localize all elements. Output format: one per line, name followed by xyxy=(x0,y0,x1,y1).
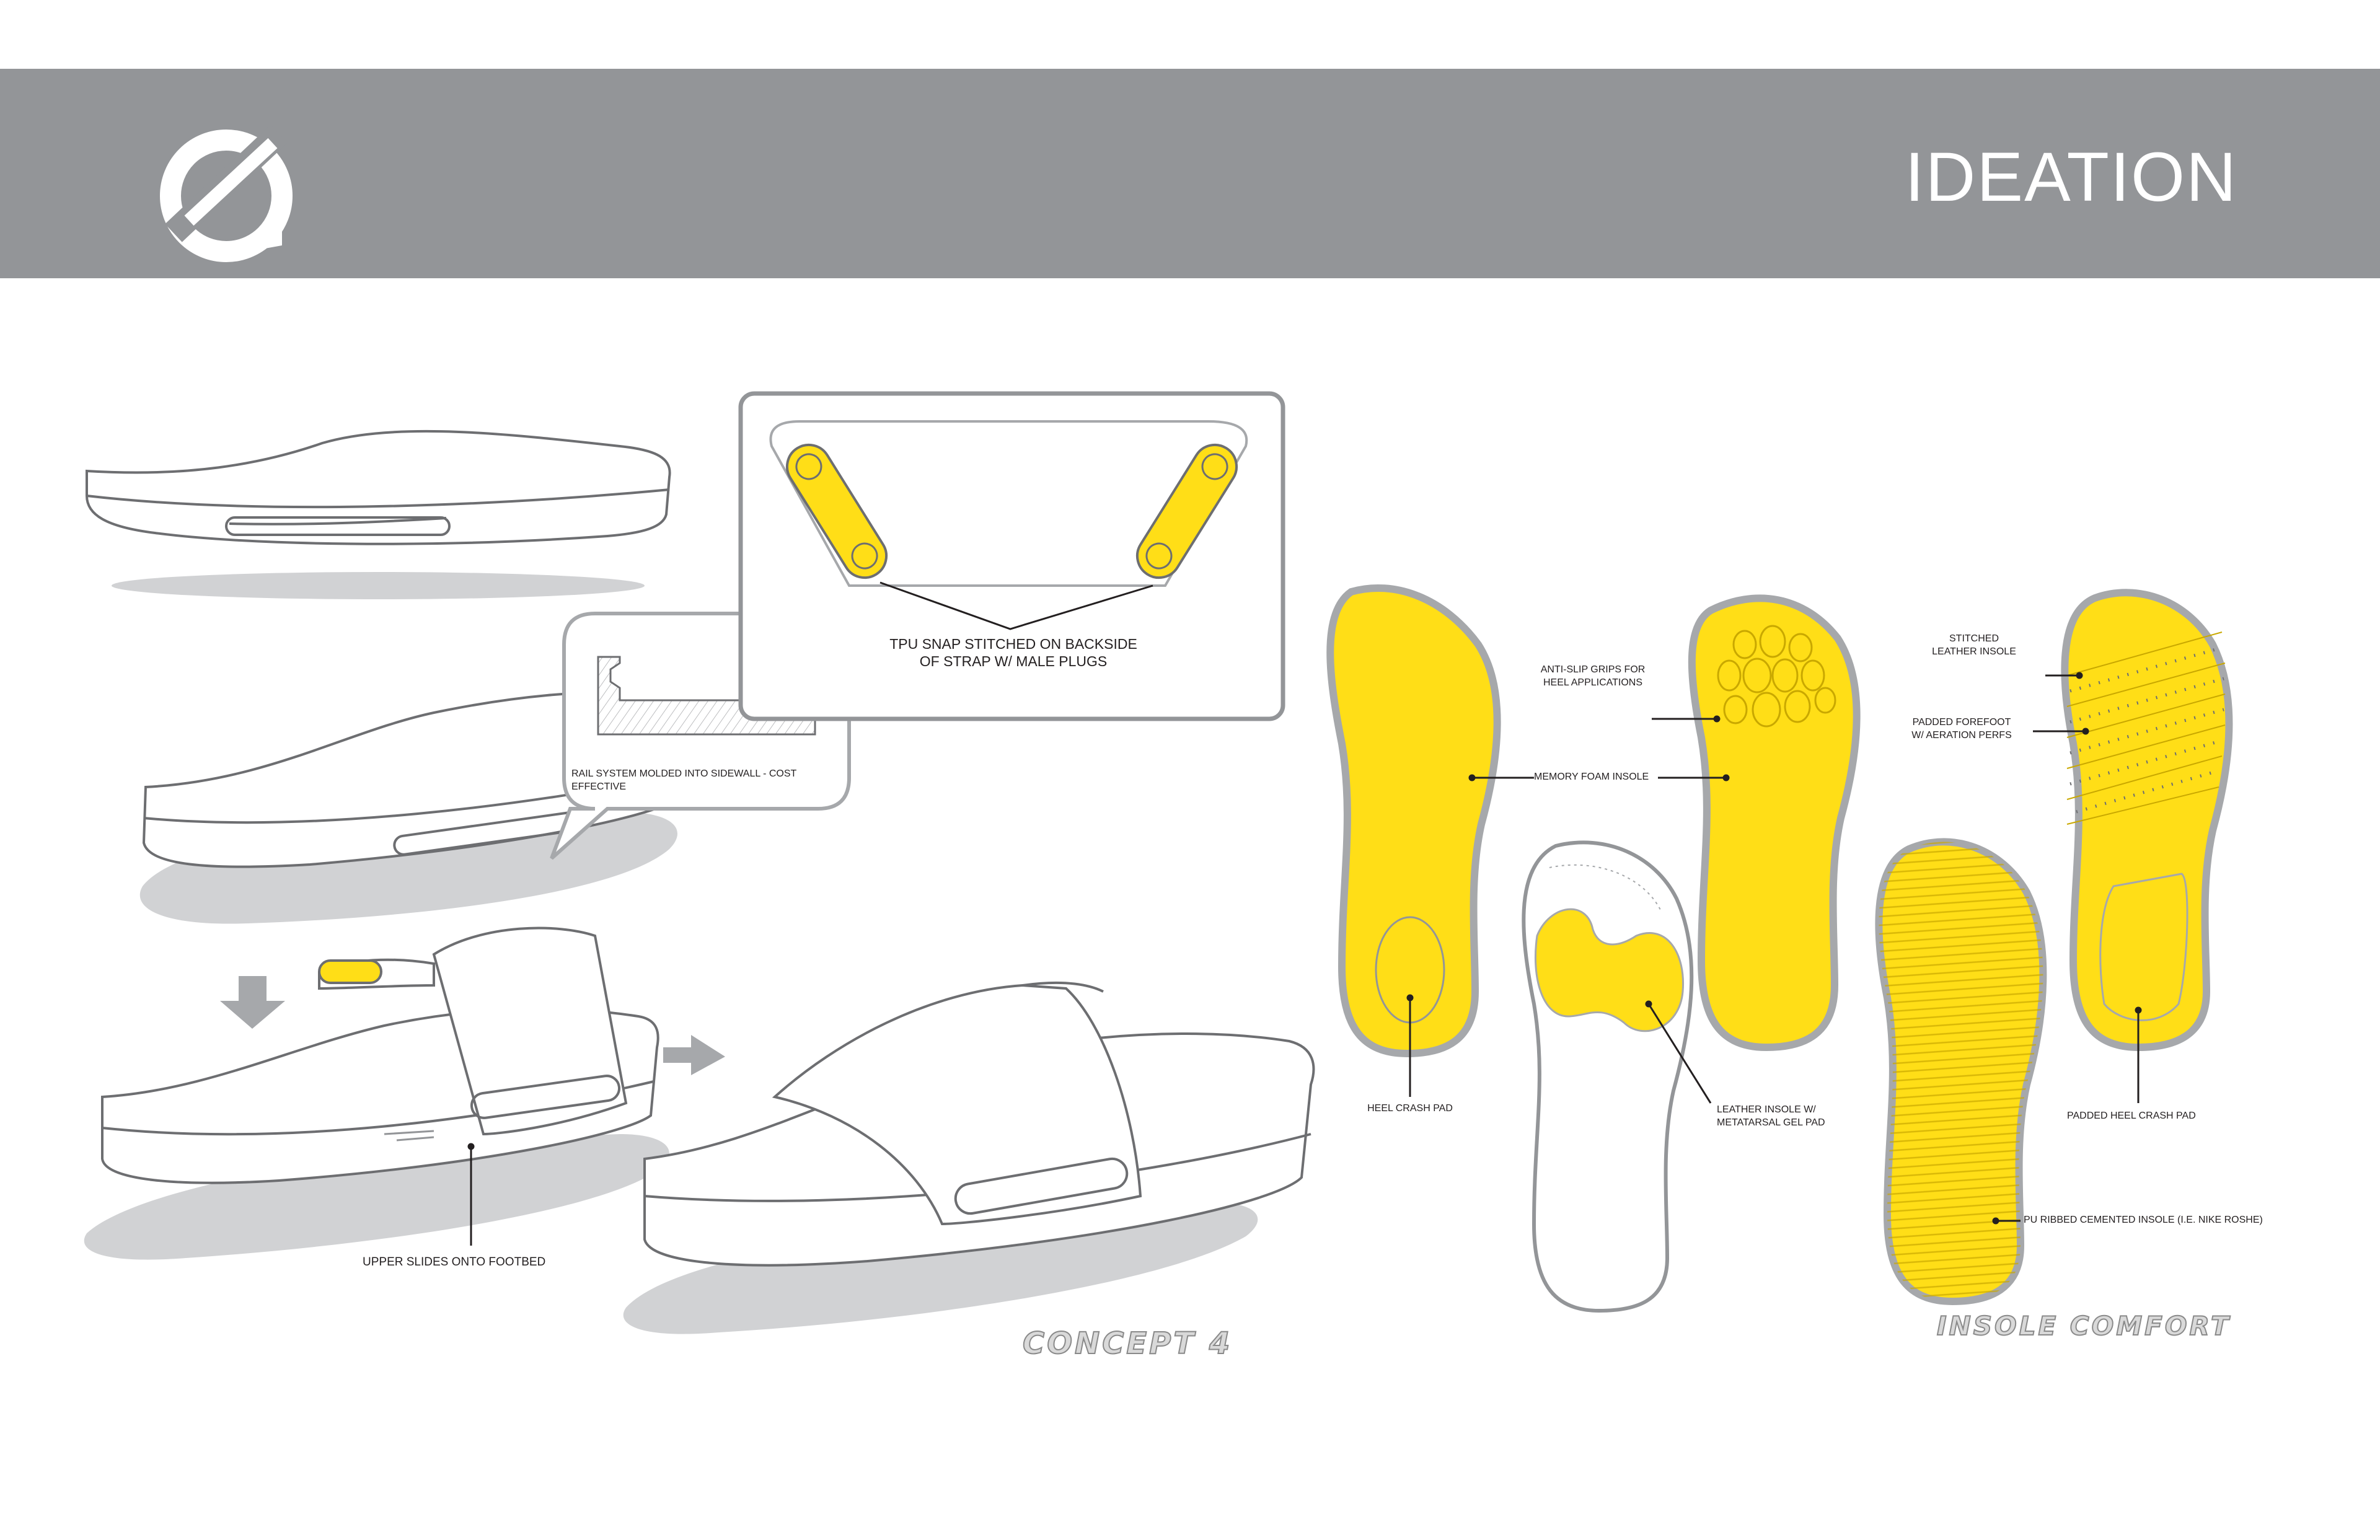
insole-memory-foam xyxy=(1330,588,1497,1054)
label-leather-gel: LEATHER INSOLE W/ METATARSAL GEL PAD xyxy=(1717,1103,1825,1129)
insole-leather-gel xyxy=(1523,842,1691,1311)
label-upper-slides: UPPER SLIDES ONTO FOOTBED xyxy=(363,1255,545,1269)
label-pu-ribbed: PU RIBBED CEMENTED INSOLE (i.e. NIKE ROS… xyxy=(2024,1213,2263,1226)
tpu-snap-callout xyxy=(741,394,1283,719)
down-arrow xyxy=(220,976,285,1029)
insole-anti-slip xyxy=(1692,598,1857,1047)
label-stitched-leather: STITCHED LEATHER INSOLE xyxy=(1903,632,2045,658)
insole-stitched-leather xyxy=(2065,592,2229,1047)
right-arrow xyxy=(663,1035,725,1075)
label-padded-heel: PADDED HEEL CRASH PAD xyxy=(2067,1109,2196,1122)
label-heel-crash: HEEL CRASH PAD xyxy=(1348,1102,1472,1115)
insole-heading: INSOLE COMFORT xyxy=(1937,1311,2231,1341)
assembly-sandal xyxy=(84,928,669,1260)
insole-pu-ribbed xyxy=(1879,842,2043,1301)
label-tpu-snap: TPU SNAP STITCHED ON BACKSIDE OF STRAP W… xyxy=(858,635,1168,670)
label-rail-system: RAIL SYSTEM MOLDED INTO SIDEWALL - COST … xyxy=(571,767,844,793)
label-padded-forefoot: PADDED FOREFOOT W/ AERATION PERFS xyxy=(1890,716,2033,742)
footbed-top-shadow xyxy=(112,572,645,599)
finished-sandal xyxy=(624,983,1314,1334)
label-anti-slip: ANTI-SLIP GRIPS FOR HEEL APPLICATIONS xyxy=(1528,663,1658,689)
concept-heading: CONCEPT 4 xyxy=(1023,1326,1232,1361)
footbed-top xyxy=(87,431,670,599)
label-memory-foam: MEMORY FOAM INSOLE xyxy=(1534,770,1649,783)
